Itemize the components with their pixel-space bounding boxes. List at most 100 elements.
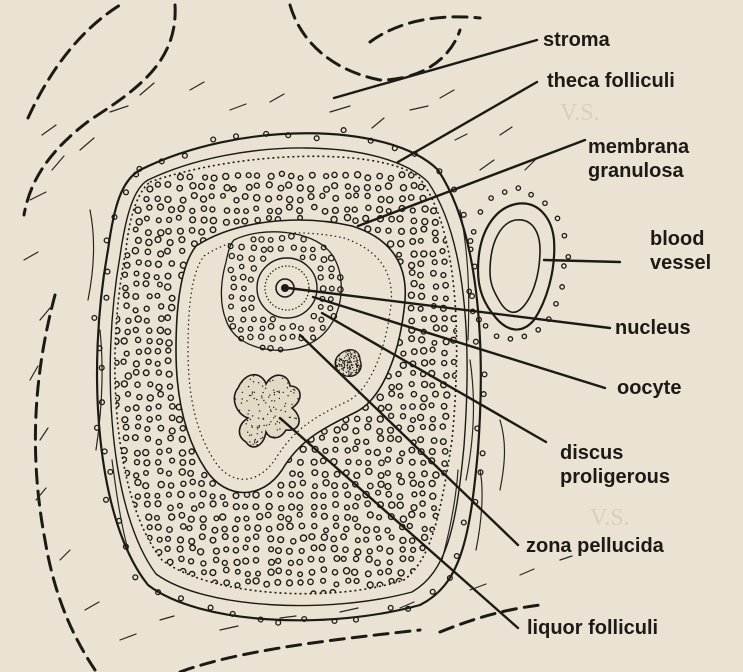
- granulosa-cell: [200, 534, 206, 540]
- granulosa-cell: [224, 567, 229, 572]
- granulosa-cell: [155, 182, 160, 187]
- granulosa-cell: [188, 516, 194, 522]
- stipple-dot: [339, 358, 340, 359]
- stipple-dot: [349, 362, 350, 363]
- granulosa-cell: [159, 304, 164, 309]
- stipple-dot: [350, 356, 351, 357]
- granulosa-cell: [169, 514, 175, 520]
- granulosa-cell: [322, 513, 328, 519]
- granulosa-cell: [165, 329, 171, 335]
- granulosa-cell: [310, 172, 316, 178]
- vessel-wall-cell: [508, 337, 512, 341]
- granulosa-cell: [147, 339, 152, 344]
- granulosa-cell: [133, 294, 139, 300]
- stipple-dot: [275, 409, 276, 410]
- vessel-wall-cell: [562, 264, 566, 268]
- stipple-dot: [246, 400, 247, 401]
- granulosa-cell: [287, 548, 293, 554]
- granulosa-cell: [422, 317, 427, 322]
- stroma-boundary: [28, 5, 120, 118]
- granulosa-cell: [312, 505, 317, 510]
- stipple-dot: [349, 369, 350, 370]
- granulosa-cell: [144, 273, 150, 279]
- granulosa-cell: [134, 473, 139, 478]
- granulosa-cell: [374, 450, 380, 456]
- stipple-dot: [345, 351, 346, 352]
- granulosa-cell: [178, 503, 183, 508]
- granulosa-cell: [345, 505, 350, 510]
- theca-cell: [341, 128, 346, 133]
- granulosa-cell: [179, 237, 185, 243]
- granulosa-cell: [311, 493, 317, 499]
- granulosa-cell: [211, 175, 217, 181]
- stipple-dot: [280, 375, 281, 376]
- granulosa-cell: [412, 492, 417, 497]
- granulosa-cell: [268, 173, 274, 179]
- granulosa-cell: [365, 194, 370, 199]
- granulosa-cell: [443, 413, 449, 419]
- granulosa-cell: [400, 547, 405, 552]
- stipple-dot: [344, 367, 345, 368]
- granulosa-cell: [298, 580, 303, 585]
- granulosa-cell: [287, 204, 293, 210]
- granulosa-cell: [433, 238, 438, 243]
- stipple-dot: [252, 427, 253, 428]
- granulosa-cell: [234, 198, 239, 203]
- granulosa-cell: [408, 426, 414, 432]
- granulosa-cell: [386, 404, 392, 410]
- granulosa-cell: [179, 436, 185, 442]
- granulosa-cell: [212, 527, 218, 533]
- granulosa-cell: [190, 479, 195, 484]
- granulosa-cell: [356, 538, 361, 543]
- granulosa-cell: [430, 347, 435, 352]
- blood-vessel-inner: [490, 220, 540, 312]
- stipple-dot: [290, 417, 291, 418]
- stipple-dot: [350, 360, 351, 361]
- stipple-dot: [262, 392, 263, 393]
- granulosa-cell: [319, 557, 324, 562]
- granulosa-cell: [411, 183, 417, 189]
- granulosa-cell: [355, 172, 361, 178]
- granulosa-cell: [199, 183, 205, 189]
- theca-cell: [133, 575, 138, 580]
- theca-cell: [314, 136, 319, 141]
- granulosa-cell: [145, 493, 150, 498]
- stipple-dot: [263, 400, 264, 401]
- stipple-dot: [248, 386, 249, 387]
- granulosa-cell: [145, 261, 151, 267]
- granulosa-cell: [165, 284, 171, 290]
- stipple-dot: [261, 397, 262, 398]
- granulosa-cell: [420, 513, 425, 518]
- granulosa-cell: [254, 183, 259, 188]
- stipple-dot: [262, 437, 263, 438]
- stipple-dot: [254, 440, 255, 441]
- granulosa-cell: [313, 484, 318, 489]
- granulosa-cell: [286, 182, 292, 188]
- granulosa-cell: [397, 252, 402, 257]
- granulosa-cell: [385, 528, 390, 533]
- granulosa-cell: [334, 427, 340, 433]
- theca-cell: [474, 339, 479, 344]
- stipple-dot: [341, 368, 342, 369]
- granulosa-cell: [452, 360, 457, 365]
- granulosa-cell: [180, 248, 185, 253]
- granulosa-cell: [298, 197, 303, 202]
- granulosa-cell: [297, 559, 302, 564]
- granulosa-cell: [135, 316, 141, 322]
- granulosa-cell: [210, 227, 216, 233]
- stipple-dot: [258, 404, 259, 405]
- stipple-dot: [235, 398, 236, 399]
- granulosa-cell: [321, 567, 326, 572]
- stipple-dot: [250, 395, 251, 396]
- label-discus-proligerous: discus proligerous: [560, 441, 670, 489]
- stipple-dot: [277, 421, 278, 422]
- granulosa-cell: [235, 583, 240, 588]
- stipple-dot: [344, 362, 345, 363]
- granulosa-cell: [135, 450, 141, 456]
- granulosa-cell: [410, 208, 415, 213]
- granulosa-cell: [190, 459, 195, 464]
- stipple-dot: [353, 361, 354, 362]
- granulosa-cell: [202, 473, 207, 478]
- stipple-dot: [285, 411, 286, 412]
- stipple-dot: [247, 413, 248, 414]
